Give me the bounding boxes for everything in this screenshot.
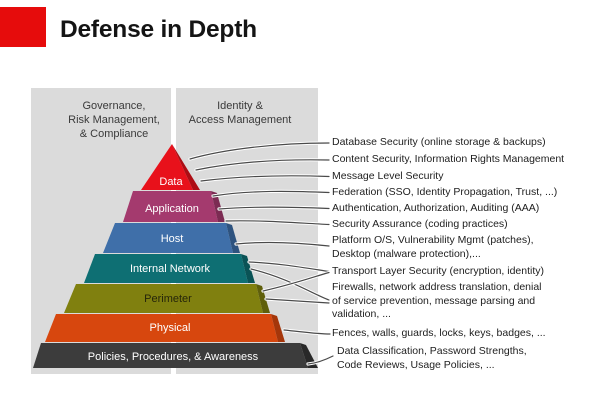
connector-line-aaa <box>218 206 330 210</box>
callout-line: Fences, walls, guards, locks, keys, badg… <box>332 327 546 339</box>
callout-message-level-security: Message Level Security <box>332 170 443 184</box>
pyramid-face-policies <box>33 343 308 368</box>
connector-line-database <box>189 142 330 160</box>
pyramid-edge-physical <box>271 314 285 342</box>
callout-platform-os: Platform O/S, Vulnerability Mgmt (patche… <box>332 234 534 261</box>
connector-lines <box>188 141 335 366</box>
pyramid-edge-internal-network <box>241 254 255 283</box>
callout-aaa: Authentication, Authorization, Auditing … <box>332 202 539 216</box>
pyramid-face-physical <box>45 314 278 342</box>
callout-line: Platform O/S, Vulnerability Mgmt (patche… <box>332 234 534 246</box>
connector-line-transport-b <box>262 271 330 292</box>
pyramid-label-perimeter: Perimeter <box>144 293 192 305</box>
callout-line: Database Security (online storage & back… <box>332 136 546 148</box>
panel-grc-line-2: Risk Management, <box>68 114 160 126</box>
pyramid-edge-application <box>211 191 225 222</box>
callout-line: Data Classification, Password Strengths, <box>337 345 527 357</box>
connector-line-classification <box>307 355 334 365</box>
connector-line-assurance <box>225 220 330 226</box>
panel-grc-label: Governance, Risk Management, & Complianc… <box>44 99 184 141</box>
callout-line: Code Reviews, Usage Policies, ... <box>337 358 495 371</box>
panel-grc-line-1: Governance, <box>82 100 146 112</box>
pyramid-label-policies: Policies, Procedures, & Awareness <box>88 351 259 363</box>
connector-line-content <box>195 159 330 171</box>
pyramid-label-host: Host <box>161 233 184 245</box>
connector-line-firewalls-a <box>250 268 330 301</box>
callout-line: Federation (SSO, Identity Propagation, T… <box>332 186 558 198</box>
callout-line: Transport Layer Security (encryption, id… <box>332 265 545 277</box>
pyramid-label-physical: Physical <box>150 322 191 334</box>
panel-grc-line-3: & Compliance <box>79 128 149 140</box>
callout-line: Message Level Security <box>332 170 444 182</box>
callout-firewalls: Firewalls, network address translation, … <box>332 281 542 322</box>
callout-fences: Fences, walls, guards, locks, keys, badg… <box>332 327 546 341</box>
connector-line-fences <box>283 329 331 335</box>
callout-line: validation, ... <box>332 308 391 320</box>
callout-line: of service prevention, message parsing a… <box>332 294 536 307</box>
pyramid-label-data: Data <box>159 176 183 188</box>
pyramid-label-internal-network: Internal Network <box>130 263 211 275</box>
panel-iam-line-2: Access Management <box>188 114 292 126</box>
callout-security-assurance: Security Assurance (coding practices) <box>332 218 508 232</box>
pyramid-face-perimeter <box>64 284 263 313</box>
callout-line: Security Assurance (coding practices) <box>332 218 508 230</box>
callout-data-classification: Data Classification, Password Strengths,… <box>337 345 527 372</box>
pyramid-edge-data <box>172 144 200 190</box>
accent-square <box>0 7 46 47</box>
connector-line-message <box>200 175 330 182</box>
panel-iam-label: Identity & Access Management <box>170 99 310 127</box>
connector-line-transport-a <box>248 261 330 273</box>
callout-database-security: Database Security (online storage & back… <box>332 136 546 150</box>
pyramid-edge-perimeter <box>256 284 270 313</box>
callout-line: Firewalls, network address translation, … <box>332 281 542 293</box>
callout-content-security: Content Security, Information Rights Man… <box>332 153 564 167</box>
slide-title: Defense in Depth <box>60 16 257 43</box>
connector-casing <box>188 141 331 161</box>
pyramid-face-data <box>141 144 193 190</box>
callout-federation: Federation (SSO, Identity Propagation, T… <box>332 186 557 200</box>
pyramid-face-host <box>103 223 233 253</box>
connector-line-platform <box>235 241 330 247</box>
pyramid-face-application <box>123 191 218 222</box>
pyramid-layers <box>33 144 318 368</box>
callout-line: Desktop (malware protection),... <box>332 247 481 260</box>
connector-line-federation <box>212 190 330 197</box>
connector-line-firewalls-b <box>265 298 330 304</box>
panel-iam-line-1: Identity & <box>217 100 263 112</box>
pyramid-labels: Data Application Host Internal Network P… <box>88 176 259 363</box>
pyramid-face-internal-network <box>84 254 248 283</box>
callout-line: Content Security, Information Rights Man… <box>332 153 565 165</box>
callout-line: Authentication, Authorization, Auditing … <box>332 202 540 214</box>
pyramid-label-application: Application <box>145 203 199 215</box>
callout-transport-layer-security: Transport Layer Security (encryption, id… <box>332 265 544 279</box>
